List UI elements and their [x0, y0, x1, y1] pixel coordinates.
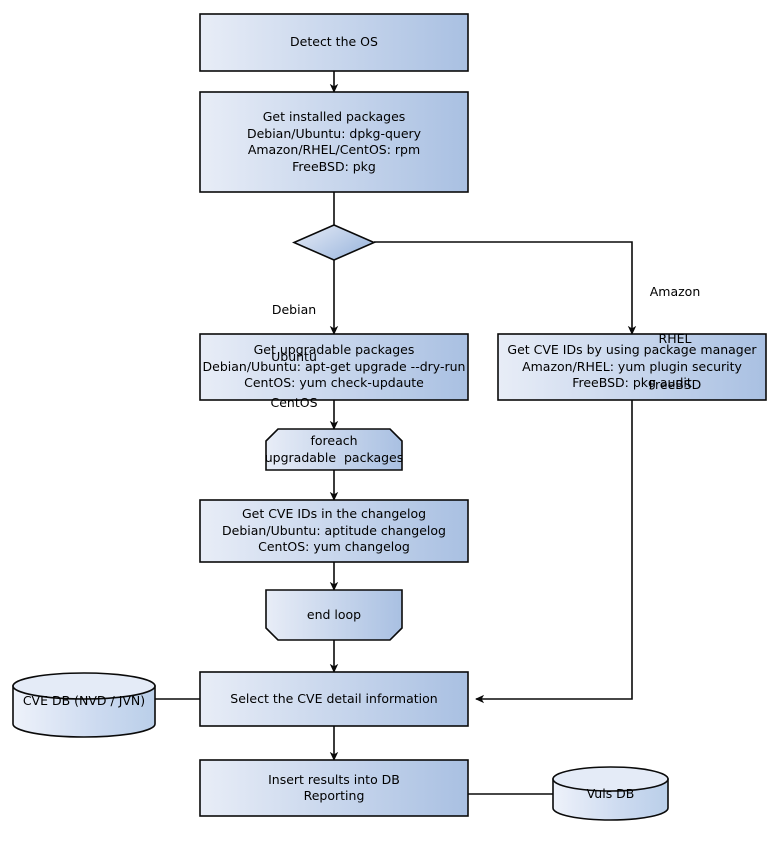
node-detect-os: [199, 13, 469, 72]
node-os-decision: [292, 224, 376, 261]
text-line: CentOS: [270, 395, 318, 410]
edge-decision-to-pkgmanager: [374, 241, 637, 335]
node-insert-results: [199, 759, 469, 817]
text-line: RHEL: [658, 330, 692, 346]
text-line: FreeBSD: [648, 377, 702, 392]
node-select-cve-detail: [199, 671, 469, 727]
node-get-cve-ids-changelog: [199, 499, 469, 563]
node-get-installed-packages: [199, 91, 469, 193]
node-get-upgradable-packages: [199, 333, 469, 401]
node-get-cve-ids-package-manager: [497, 333, 767, 401]
text-line: Amazon: [649, 284, 701, 299]
edge-label-branch-right: Amazon RHEL FreeBSD: [637, 253, 713, 424]
node-cve-db: [12, 672, 156, 738]
edge-label-branch-left: Debian Ubuntu CentOS: [258, 271, 330, 442]
node-vuls-db: [552, 766, 669, 821]
node-end-loop: [265, 589, 403, 641]
text-line: Debian: [271, 302, 317, 317]
node-foreach-loop-start: [265, 428, 403, 471]
text-line: Ubuntu: [271, 348, 317, 364]
edge-pkgmanager-to-selectcve: [475, 400, 633, 704]
